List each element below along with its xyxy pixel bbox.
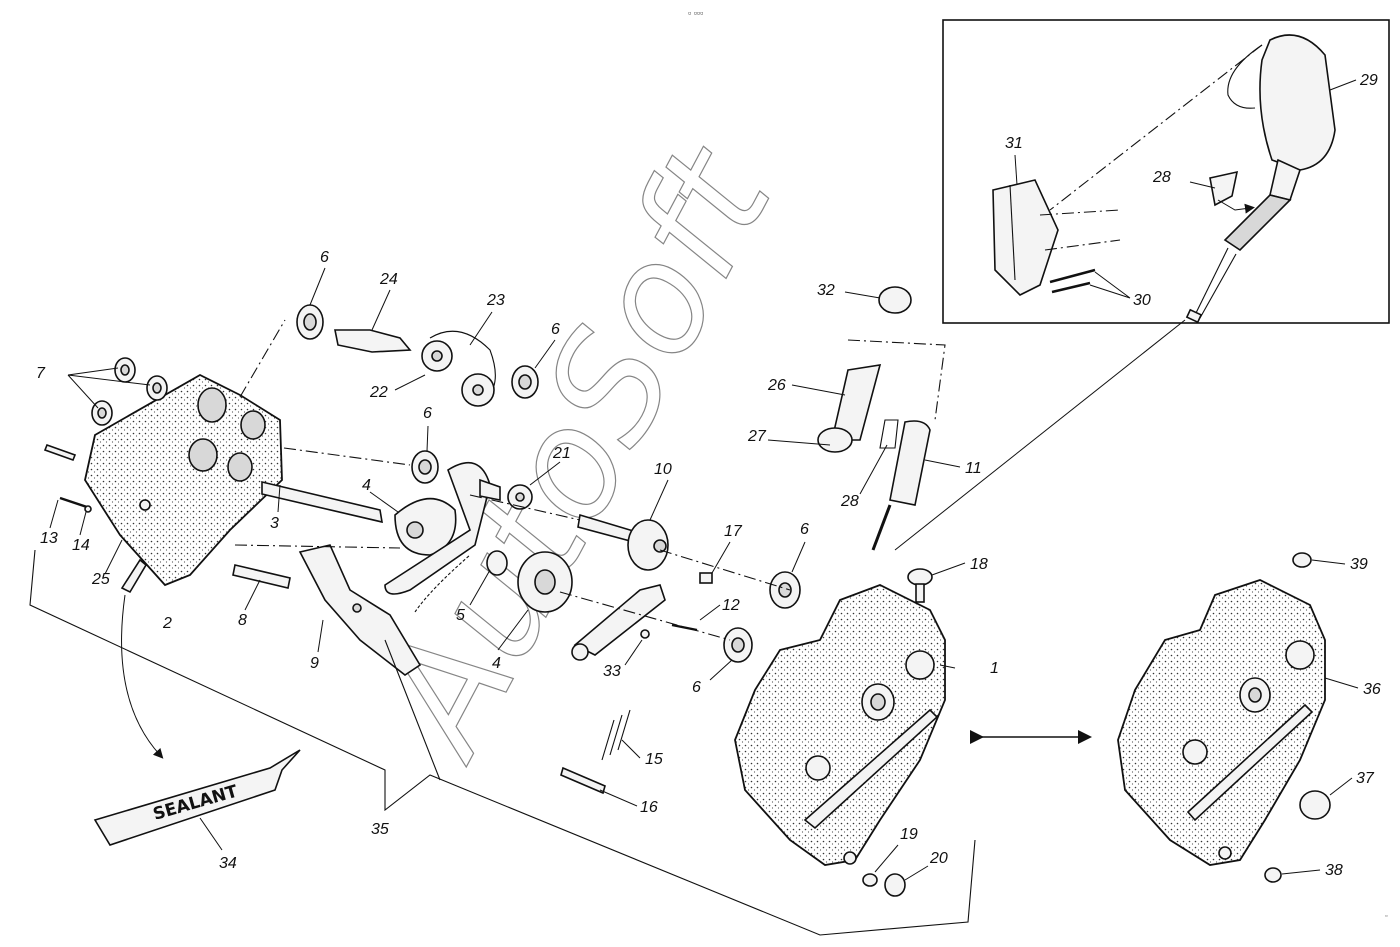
part-labels: 1 2 3 4 4 5 6 6 6 6 6 7 8 9 10 11 12 13 … — [36, 72, 1381, 879]
label-38: 38 — [1325, 862, 1343, 879]
sprockets-chain — [421, 330, 539, 407]
label-6a: 6 — [320, 249, 329, 266]
label-19: 19 — [900, 826, 918, 843]
label-34: 34 — [219, 855, 237, 872]
label-13: 13 — [40, 530, 58, 547]
label-25: 25 — [91, 571, 110, 588]
label-21: 21 — [552, 445, 571, 462]
label-24: 24 — [379, 271, 398, 288]
label-28b: 28 — [1152, 169, 1171, 186]
cable-housing — [1185, 34, 1336, 324]
label-27: 27 — [747, 428, 767, 445]
sealant-tube: SEALANT — [93, 594, 301, 846]
label-1: 1 — [990, 660, 999, 677]
label-10: 10 — [654, 461, 672, 478]
label-15: 15 — [645, 751, 663, 768]
label-32: 32 — [817, 282, 835, 299]
label-16: 16 — [640, 799, 658, 816]
label-8: 8 — [238, 612, 247, 629]
label-17: 17 — [724, 523, 743, 540]
label-6e: 6 — [692, 679, 701, 696]
label-30: 30 — [1133, 292, 1151, 309]
label-33: 33 — [603, 663, 621, 680]
label-11: 11 — [965, 460, 982, 477]
watermark: AutoSoft — [344, 119, 808, 783]
label-4b: 4 — [492, 655, 501, 672]
label-18: 18 — [970, 556, 988, 573]
label-3: 3 — [270, 515, 279, 532]
cam-lever — [384, 461, 501, 595]
header-mark: ▫ ▫▫▫ — [688, 8, 703, 18]
main-shaft — [261, 480, 383, 524]
label-31: 31 — [1005, 135, 1023, 152]
leader-lines — [49, 79, 1359, 881]
label-5: 5 — [456, 607, 465, 624]
scale-strip-inset — [1209, 170, 1239, 207]
label-26: 26 — [767, 377, 786, 394]
label-6d: 6 — [800, 521, 809, 538]
label-35: 35 — [371, 821, 389, 838]
lever-10 — [571, 513, 669, 661]
label-2: 2 — [162, 615, 172, 632]
label-29: 29 — [1359, 72, 1378, 89]
inset-box — [942, 19, 1390, 324]
label-12: 12 — [722, 597, 740, 614]
bracket-screws — [1049, 268, 1096, 294]
bearing-and-shaft — [296, 304, 412, 353]
label-4a: 4 — [362, 477, 371, 494]
alternate-housing — [1117, 579, 1326, 866]
sealant-label: SEALANT — [151, 782, 240, 825]
main-housing — [734, 584, 946, 866]
label-6c: 6 — [423, 405, 432, 422]
label-36: 36 — [1363, 681, 1381, 698]
label-22: 22 — [369, 384, 388, 401]
cover-plate — [84, 373, 283, 587]
label-28a: 28 — [840, 493, 859, 510]
label-39: 39 — [1350, 556, 1368, 573]
label-37: 37 — [1356, 770, 1375, 787]
label-7: 7 — [36, 365, 46, 382]
label-14: 14 — [72, 537, 90, 554]
mounting-bracket — [992, 179, 1121, 296]
corner-mark: ▫ — [1385, 913, 1387, 920]
label-23: 23 — [486, 292, 505, 309]
label-6b: 6 — [551, 321, 560, 338]
label-9: 9 — [310, 655, 319, 672]
label-20: 20 — [929, 850, 948, 867]
